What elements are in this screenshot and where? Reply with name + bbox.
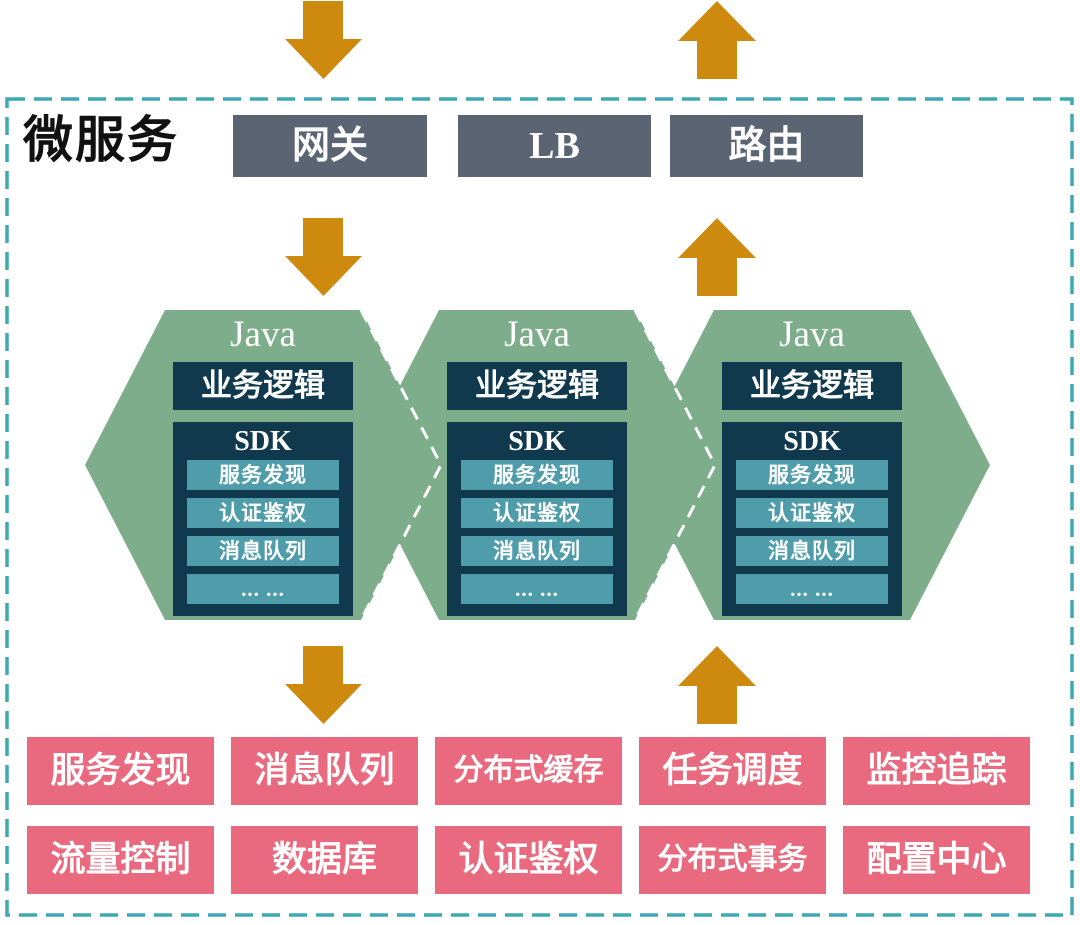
service-box-message-queue: 消息队列	[231, 737, 418, 805]
hexagon-1-sdk-item-auth: 认证鉴权	[187, 498, 339, 528]
gateway-box: 网关	[233, 115, 427, 177]
hexagon-2-sdk-item-ellipsis: ... ...	[461, 574, 613, 604]
top-up-arrow-icon	[678, 1, 756, 79]
hexagon-3-sdk-label: SDK	[783, 426, 841, 457]
load-balancer-box: LB	[458, 115, 651, 177]
bottom-down-arrow-icon	[285, 646, 362, 724]
hexagon-3-sdk-item-service-discovery: 服务发现	[736, 460, 888, 490]
hexagon-2-sdk-label: SDK	[508, 426, 566, 457]
service-box-task-scheduling: 任务调度	[639, 737, 826, 805]
hexagon-2-business-logic-box: 业务逻辑	[447, 362, 627, 410]
service-box-auth: 认证鉴权	[435, 826, 622, 894]
hexagon-3-sdk-box: SDK 服务发现 认证鉴权 消息队列 ... ...	[722, 422, 902, 616]
hexagon-3-sdk-item-ellipsis: ... ...	[736, 574, 888, 604]
hexagon-2-sdk-item-auth: 认证鉴权	[461, 498, 613, 528]
section-title: 微服务	[23, 112, 179, 168]
hexagon-3-business-logic-box: 业务逻辑	[722, 362, 902, 410]
route-box: 路由	[670, 115, 863, 177]
service-box-traffic-control: 流量控制	[27, 826, 214, 894]
service-box-monitoring-tracing: 监控追踪	[843, 737, 1030, 805]
hexagon-1-sdk-item-message-queue: 消息队列	[187, 536, 339, 566]
middle-down-arrow-icon	[285, 218, 362, 296]
hexagon-1-sdk-item-ellipsis: ... ...	[187, 574, 339, 604]
hexagon-1-business-logic-box: 业务逻辑	[173, 362, 353, 410]
dashed-frame-border	[5, 97, 1074, 917]
hexagon-2-java-label: Java	[504, 314, 570, 355]
hexagon-1-sdk-item-service-discovery: 服务发现	[187, 460, 339, 490]
hexagon-2-sdk-box: SDK 服务发现 认证鉴权 消息队列 ... ...	[447, 422, 627, 616]
hexagon-2-sdk-item-service-discovery: 服务发现	[461, 460, 613, 490]
hexagon-2-3-overlap-dashed-line	[633, 309, 717, 621]
hexagon-1-java-label: Java	[230, 314, 296, 355]
hexagon-1-sdk-box: SDK 服务发现 认证鉴权 消息队列 ... ...	[173, 422, 353, 616]
service-box-distributed-cache: 分布式缓存	[435, 737, 622, 805]
top-down-arrow-icon	[285, 1, 362, 79]
hexagon-1-sdk-label: SDK	[234, 426, 292, 457]
hexagon-2-sdk-item-message-queue: 消息队列	[461, 536, 613, 566]
service-box-config-center: 配置中心	[843, 826, 1030, 894]
service-box-distributed-transaction: 分布式事务	[639, 826, 826, 894]
service-box-service-discovery: 服务发现	[27, 737, 214, 805]
hexagon-1-2-overlap-dashed-line	[359, 309, 443, 621]
bottom-up-arrow-icon	[678, 646, 756, 724]
service-box-database: 数据库	[231, 826, 418, 894]
hexagon-3-sdk-item-auth: 认证鉴权	[736, 498, 888, 528]
hexagon-3-java-label: Java	[779, 314, 845, 355]
middle-up-arrow-icon	[678, 218, 756, 296]
hexagon-3-sdk-item-message-queue: 消息队列	[736, 536, 888, 566]
